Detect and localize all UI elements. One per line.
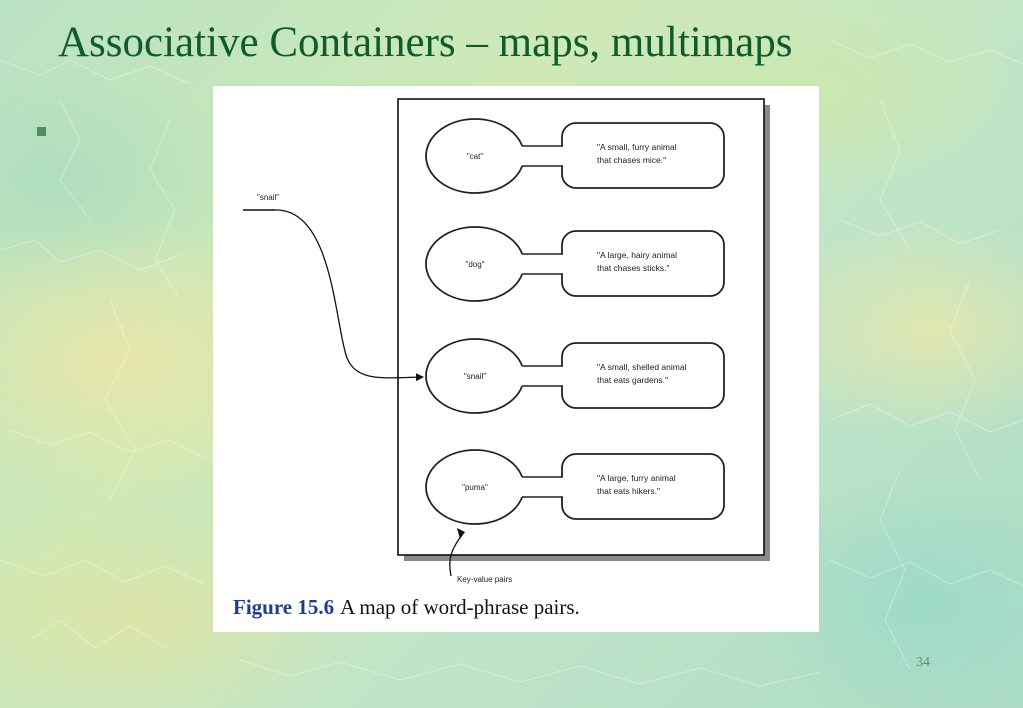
pair-puma: "puma" "A large, furry animal that eats … [425,449,725,525]
annotation-key-value-pairs: Key-value pairs [457,575,512,584]
pair-value-line2: that chases sticks." [597,263,669,273]
pair-cat: "cat" "A small, furry animal that chases… [425,118,725,194]
map-diagram: "cat" "A small, furry animal that chases… [243,98,770,584]
figure-caption-text: A map of word-phrase pairs. [340,595,580,619]
bullet-marker [37,127,46,136]
pair-snail: "snail" "A small, shelled animal that ea… [425,338,725,414]
pair-key: "snail" [464,372,486,381]
pair-dog: "dog" "A large, hairy animal that chases… [425,226,725,302]
figure-map-diagram: "cat" "A small, furry animal that chases… [213,86,819,632]
pair-value-line2: that eats hikers." [597,486,660,496]
slide-title: Associative Containers – maps, multimaps [58,19,793,66]
pair-value-line1: "A small, furry animal [597,142,677,152]
pair-value-line2: that eats gardens." [597,375,668,385]
pair-value-line1: "A large, hairy animal [597,250,677,260]
pointer-arrow [274,209,424,382]
pair-key: "cat" [467,152,484,161]
pair-value-line1: "A small, shelled animal [597,362,687,372]
pair-key: "dog" [465,260,484,269]
pair-value-line2: that chases mice." [597,155,666,165]
figure-number: Figure 15.6 [233,595,335,619]
pointer-key-label: "snail" [257,193,279,202]
pair-key: "puma" [462,483,488,492]
pair-value-line1: "A large, furry animal [597,473,676,483]
page-number: 34 [916,655,930,670]
